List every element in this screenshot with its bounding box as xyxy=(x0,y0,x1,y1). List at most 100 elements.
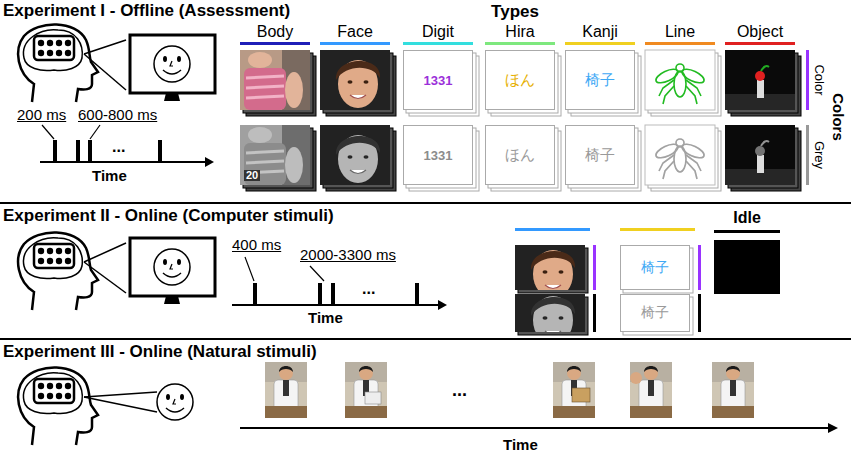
stimulus-text: 椅子 xyxy=(641,259,669,277)
stimulus-image-part xyxy=(320,50,390,110)
stimulus-image-part xyxy=(515,240,585,300)
type-color-bar-part xyxy=(714,230,780,233)
color-label: Color xyxy=(812,64,827,95)
section-divider-part xyxy=(0,338,851,340)
idle-screen: Idle xyxy=(714,208,780,294)
video-frames-part xyxy=(365,392,381,404)
section-title: Experiment II - Online (Computer stimuli… xyxy=(3,206,334,226)
type-color-bar-part xyxy=(593,245,596,290)
timeline-part xyxy=(253,283,257,305)
participant-setup-part xyxy=(84,40,126,54)
type-color-bar-part xyxy=(645,42,715,45)
axis-label: Time xyxy=(92,167,127,184)
video-frames-part xyxy=(712,362,754,418)
participant-setup-part xyxy=(84,243,126,262)
stimulus-text: 椅子 xyxy=(585,146,615,165)
type-color-bar-part xyxy=(320,42,390,45)
type-color-bar-part xyxy=(725,42,795,45)
type-label: Line xyxy=(665,23,695,41)
type-color-bar-part xyxy=(240,42,310,45)
participant-setup-part xyxy=(18,24,98,102)
stimulus-image-part xyxy=(645,50,715,110)
condition-label: Idle xyxy=(714,208,780,228)
type-color-bar-part xyxy=(593,294,596,332)
type-color-bar-part xyxy=(698,294,701,332)
stimulus-card: 椅子 xyxy=(565,50,635,110)
type-color-bar-part xyxy=(515,228,590,231)
type-color-bar-part xyxy=(806,125,809,185)
video-frames-part xyxy=(345,362,387,418)
stimulus-text: 椅子 xyxy=(641,304,669,322)
stimulus-card: ほん xyxy=(485,50,555,110)
color-label: Grey xyxy=(812,141,827,169)
timeline-part xyxy=(415,283,419,305)
type-label: Kanji xyxy=(582,23,618,41)
ellipsis: ... xyxy=(452,380,467,401)
duration-label: 200 ms xyxy=(17,106,66,123)
stimulus-text: ほん xyxy=(505,146,535,165)
timeline-part xyxy=(53,140,57,162)
timeline-part xyxy=(245,257,254,281)
stimulus-card: ほん xyxy=(485,125,555,185)
stimulus-text: 1331 xyxy=(424,148,453,163)
stimulus-image-part-part xyxy=(515,286,585,346)
stimulus-image-part xyxy=(240,50,310,110)
timeline-part xyxy=(318,283,322,305)
stimulus-text: ほん xyxy=(505,71,535,90)
timeline-part xyxy=(90,125,100,139)
type-label: Hira xyxy=(505,23,534,41)
timeline-part xyxy=(331,283,335,305)
duration-label: 400 ms xyxy=(232,236,281,253)
timeline-part xyxy=(240,427,828,429)
stimulus-image-part xyxy=(240,125,310,185)
type-label: Digit xyxy=(422,23,454,41)
participant-setup-part xyxy=(157,384,193,420)
duration-label: 2000-3300 ms xyxy=(300,246,396,263)
video-frames xyxy=(265,362,754,418)
participant-setup-part xyxy=(84,262,126,293)
stimulus-card: 椅子 xyxy=(620,294,690,332)
participant-setup-part xyxy=(84,397,157,412)
timeline-part xyxy=(158,140,162,162)
timeline-part xyxy=(438,300,447,310)
timeline-part xyxy=(42,125,54,139)
type-color-bar-part xyxy=(620,228,695,231)
axis-label: Time xyxy=(503,436,538,453)
participant-setup-part xyxy=(130,35,215,101)
experiment-section: Experiment III - Online (Natural stimuli… xyxy=(0,341,851,470)
stimulus-image xyxy=(515,240,585,346)
participant-setup xyxy=(18,232,215,310)
axis-label: Time xyxy=(308,309,343,326)
stimulus-text: 1331 xyxy=(424,73,453,88)
timeline xyxy=(40,125,214,167)
section-divider-part xyxy=(0,202,851,204)
participant-setup-part xyxy=(18,367,98,445)
stimulus-image-part xyxy=(645,125,715,185)
timeline-part xyxy=(310,266,324,281)
video-frames-part xyxy=(630,372,642,384)
count-label: 20 xyxy=(244,170,260,181)
stimulus-card: 1331 xyxy=(403,125,473,185)
stimulus-image-part-part xyxy=(515,240,585,300)
timeline-part xyxy=(40,161,205,163)
participant-setup-part xyxy=(130,238,215,304)
stimulus-text: 椅子 xyxy=(585,71,615,90)
timeline-part xyxy=(76,140,80,162)
timeline xyxy=(240,423,838,433)
timeline-part xyxy=(828,423,838,433)
type-label: Body xyxy=(257,23,293,41)
type-color-bar-part xyxy=(565,42,635,45)
type-label: Object xyxy=(737,23,783,41)
section-title: Experiment I - Offline (Assessment) xyxy=(3,1,290,21)
type-color-bar-part xyxy=(485,42,555,45)
black-screen xyxy=(714,240,780,294)
video-frames-part xyxy=(265,362,307,418)
stimulus-image-part xyxy=(515,286,585,346)
participant-setup-part xyxy=(84,392,157,397)
section-divider xyxy=(0,203,851,339)
stimulus-card: 椅子 xyxy=(565,125,635,185)
participant-setup xyxy=(18,367,193,445)
stimulus-image-part xyxy=(725,125,795,185)
video-frames-part xyxy=(553,362,595,418)
